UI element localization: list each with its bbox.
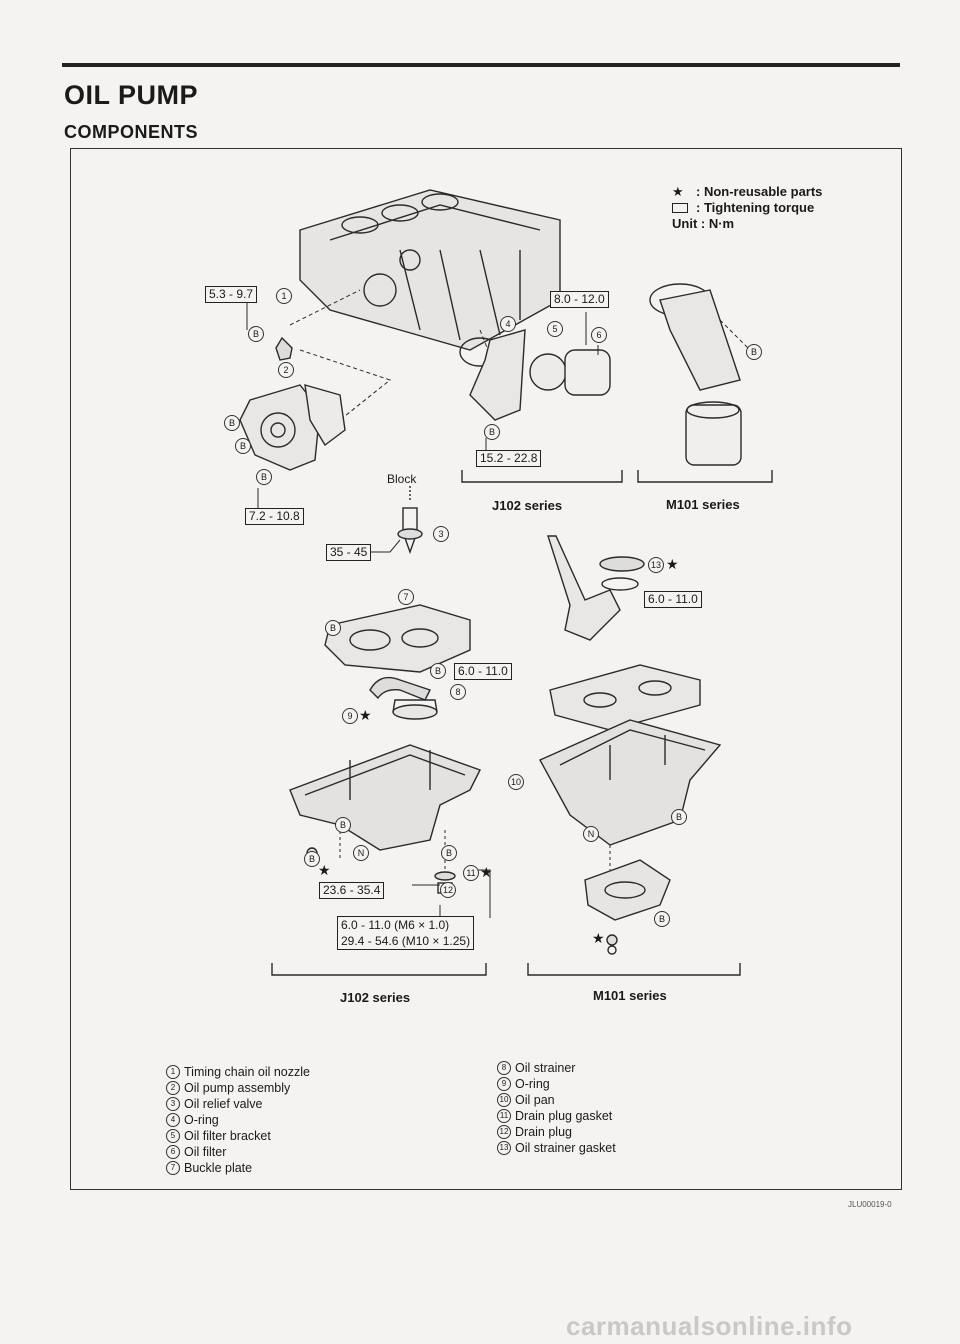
j102-baffle-plate-drawing: [324, 604, 471, 673]
series-label-j102: J102 series: [340, 990, 411, 1005]
j102-oil-strainer-drawing: [369, 676, 438, 720]
callout-b: B: [248, 326, 264, 342]
callout-7: 7: [398, 589, 414, 605]
watermark-footer: carmanualsonline.info: [566, 1311, 853, 1341]
legend: ★ : Non-reusable parts : Tightening torqu…: [672, 184, 822, 232]
torque-spec: 5.3 - 9.7: [205, 286, 258, 303]
diagram-frame: [70, 148, 902, 1190]
j102-filter-bracket-drawing: [459, 329, 611, 421]
torque-spec: 15.2 - 22.8: [476, 450, 542, 467]
page-title: OIL PUMP: [64, 80, 199, 110]
callout-2: 2: [278, 362, 294, 378]
series-label-m101: M101 series: [593, 988, 667, 1003]
callout-5: 5: [547, 321, 563, 337]
m101-oil-strainer-drawing: [547, 535, 645, 641]
legend-torque: : Tightening torque: [696, 200, 815, 215]
torque-spec: 8.0 - 12.0: [550, 291, 609, 308]
callout-b: B: [441, 845, 457, 861]
callout-b: B: [430, 663, 446, 679]
callout-b: B: [654, 911, 670, 927]
callout-n: N: [353, 845, 369, 861]
m101-oil-pan-drawing: [539, 719, 722, 870]
relief-valve-drawing: [397, 486, 423, 555]
figure-reference: JLU00019-0: [848, 1200, 892, 1209]
star-icon: ★: [592, 930, 605, 946]
torque-spec: 23.6 - 35.4: [319, 882, 385, 899]
engine-block-drawing: [299, 189, 561, 351]
block-label: Block: [387, 472, 417, 486]
torque-spec: 7.2 - 10.8: [245, 508, 304, 525]
star-icon: ★: [672, 184, 684, 199]
header-rule: [62, 63, 900, 67]
m101-filter-bracket-drawing: [649, 283, 742, 466]
callout-12: 12: [440, 882, 456, 898]
callout-6: 6: [591, 327, 607, 343]
callout-9: 9: [342, 708, 358, 724]
series-label-j102: J102 series: [492, 498, 563, 513]
legend-unit: Unit : N·m: [672, 216, 735, 231]
torque-spec-multi: 6.0 - 11.0 (M6 × 1.0) 29.4 - 54.6 (M10 ×…: [337, 916, 475, 950]
star-icon: ★: [480, 864, 493, 880]
callout-b: B: [304, 851, 320, 867]
callout-n: N: [583, 826, 599, 842]
callout-b: B: [235, 438, 251, 454]
torque-box-icon: [672, 203, 688, 213]
m101-baffle-plate-drawing: [549, 664, 701, 731]
callout-10: 10: [508, 774, 524, 790]
torque-spec: 6.0 - 11.0: [454, 663, 512, 680]
torque-spec-m6: 6.0 - 11.0 (M6 × 1.0): [341, 918, 450, 932]
series-label-m101: M101 series: [666, 497, 740, 512]
callout-1: 1: [276, 288, 292, 304]
legend-non-reusable: : Non-reusable parts: [696, 184, 823, 199]
star-icon: ★: [318, 862, 331, 878]
oil-pump-drawing: [239, 336, 346, 471]
callout-b: B: [671, 809, 687, 825]
callout-3: 3: [433, 526, 449, 542]
m101-oil-sump-drawing: [584, 859, 671, 955]
callout-b: B: [746, 344, 762, 360]
callout-b: B: [484, 424, 500, 440]
callout-b: B: [224, 415, 240, 431]
section-title: COMPONENTS: [64, 122, 199, 142]
callout-13: 13: [648, 557, 664, 573]
callout-11: 11: [463, 865, 479, 881]
callout-4: 4: [500, 316, 516, 332]
callout-b: B: [256, 469, 272, 485]
callout-b: B: [335, 817, 351, 833]
star-icon: ★: [359, 707, 372, 723]
star-icon: ★: [666, 556, 679, 572]
torque-spec: 35 - 45: [326, 544, 372, 561]
torque-spec-m10: 29.4 - 54.6 (M10 × 1.25): [341, 934, 471, 948]
callout-b: B: [325, 620, 341, 636]
torque-spec: 6.0 - 11.0: [644, 591, 702, 608]
callout-8: 8: [450, 684, 466, 700]
